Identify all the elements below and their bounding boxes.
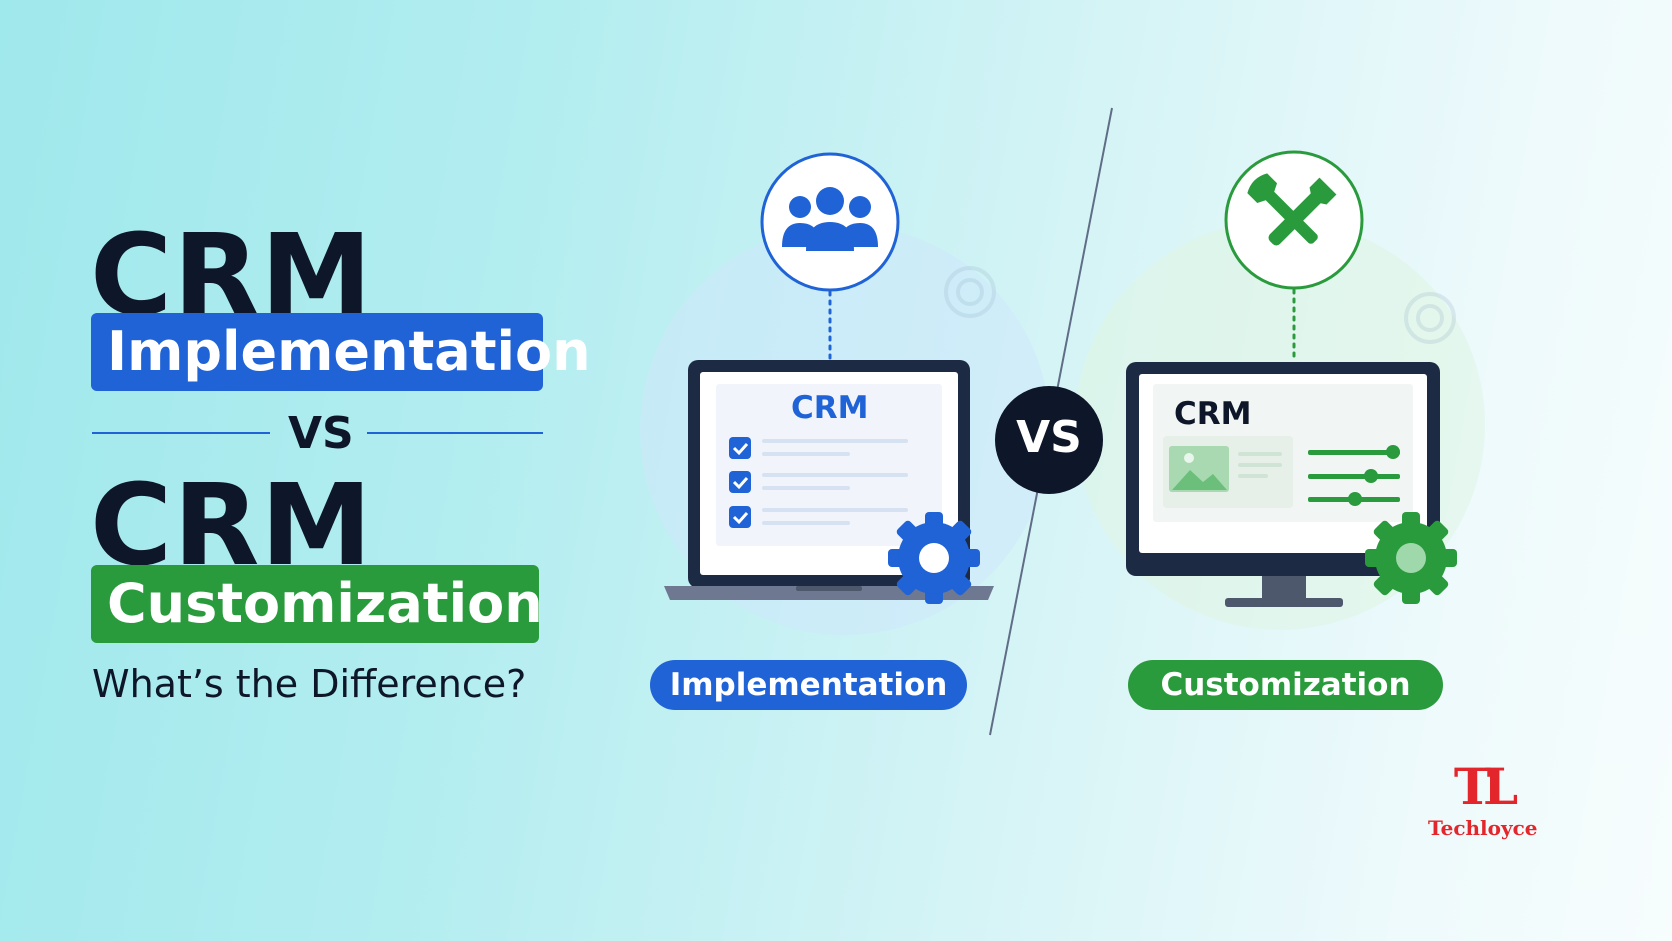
crm-heading-bottom: CRM bbox=[90, 461, 373, 591]
right-screen-crm-title: CRM bbox=[1174, 396, 1252, 432]
monitor-neck bbox=[1262, 576, 1306, 598]
customization-pill: Customization bbox=[1128, 660, 1443, 710]
vs-divider-right bbox=[367, 432, 543, 434]
techloyce-logo: TL Techloyce bbox=[1428, 757, 1538, 841]
blue-gear-icon bbox=[888, 512, 980, 604]
implementation-title-pill: Implementation bbox=[91, 313, 591, 391]
wrench-screwdriver-icon bbox=[1247, 173, 1337, 246]
green-gear-icon bbox=[1365, 512, 1457, 604]
settings-sliders-icon bbox=[1308, 445, 1400, 506]
monitor-stand bbox=[1225, 598, 1343, 607]
subtitle-difference: What’s the Difference? bbox=[92, 662, 527, 706]
decor-gear-icon bbox=[944, 266, 1456, 344]
checkbox-icon bbox=[729, 506, 751, 528]
center-vs-label: VS bbox=[1016, 412, 1082, 463]
people-group-icon bbox=[782, 187, 878, 251]
left-screen-crm-title: CRM bbox=[791, 390, 869, 426]
checklist bbox=[729, 437, 908, 528]
logo-mark: TL bbox=[1453, 757, 1518, 816]
vs-circle bbox=[995, 386, 1103, 494]
checkbox-icon bbox=[729, 437, 751, 459]
checkbox-icon bbox=[729, 471, 751, 493]
customization-title-pill: Customization bbox=[91, 565, 543, 643]
logo-name: Techloyce bbox=[1428, 816, 1538, 840]
implementation-pill: Implementation bbox=[650, 660, 967, 710]
vs-divider-left bbox=[92, 432, 270, 434]
vs-label: VS bbox=[288, 408, 354, 459]
